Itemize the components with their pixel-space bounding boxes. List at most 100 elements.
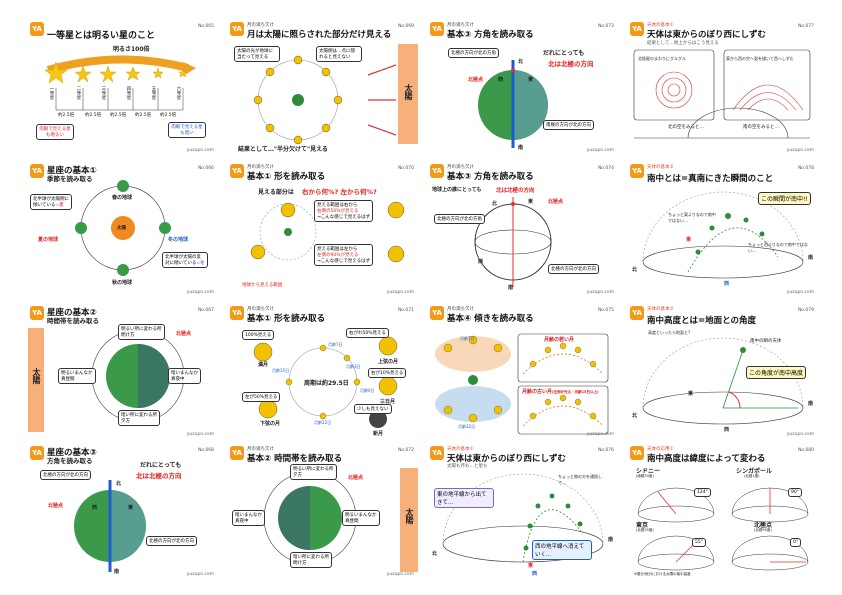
north-pole-label: 北極点 xyxy=(468,77,484,83)
new-head: 少しも見えない xyxy=(354,404,392,414)
autumn-label: 秋の地球 xyxy=(112,280,133,286)
card-title: 天体は東からのぼり西にしずむ xyxy=(647,30,766,40)
card-rise-set: YA 天体の基本① 天体は東からのぼり西にしずむ 太陽も月も…と星も No.07… xyxy=(428,444,618,580)
footer: yuzupo.com xyxy=(186,290,214,295)
card-celestial-1: YA 天体の基本① 天体は東からのぼり西にしずむ 結果として…地上からはこう見え… xyxy=(628,20,818,156)
card-number: No.067 xyxy=(197,308,214,313)
note-bright: 肉眼で見える星も明るい xyxy=(36,124,74,140)
sun-bar: 太陽 xyxy=(400,468,418,572)
card-header: YA 天体の基本① 天体は東からのぼり西にしずむ 結果として…地上からはこう見え… xyxy=(630,22,816,46)
footer: yuzupo.com xyxy=(186,148,214,153)
dir-n: 北 xyxy=(492,201,498,207)
card-title: 星座の基本② xyxy=(47,308,97,318)
card-direction-3: YA 月の満ち欠け 基本③ 方角を読み取る No.073 北極の方向が北の方角 … xyxy=(428,20,618,156)
dir-w: 西 xyxy=(498,77,504,83)
globe-outline xyxy=(474,197,552,287)
earth-view: 地球から見える範囲 xyxy=(242,283,283,288)
footer: yuzupo.com xyxy=(586,290,614,295)
dir-e: 東 xyxy=(686,237,692,243)
sun-label: 太陽 xyxy=(117,226,126,231)
card-title: 月は太陽に照らされた部分だけ見える xyxy=(247,30,392,40)
site-logo: YA xyxy=(430,306,444,320)
note-dark: 肉眼で見える星も暗い xyxy=(168,122,206,138)
question: 右から何%? 左から何%? xyxy=(302,188,377,196)
new-name: 新月 xyxy=(373,431,384,437)
card-number: No.071 xyxy=(397,308,414,313)
dir-s: 南 xyxy=(518,145,524,151)
waning-name: 下弦の月 xyxy=(260,421,281,427)
card-title: 基本① 形を読み取る xyxy=(247,314,326,324)
card-moon-time: YA 月の満ち欠け 基本② 時間帯を読み取る No.072 太陽 北極点 明るい… xyxy=(228,444,418,580)
site-logo: YA xyxy=(230,164,244,178)
season-orbit xyxy=(75,180,171,276)
card-note: 結果として…地上からはこう見える xyxy=(647,41,719,46)
card-culmination: YA 天体の基本② 南中とは=真南にきた瞬間のこと No.078 この瞬間が南中… xyxy=(628,162,818,298)
card-moon-shape-2: YA 月の満ち欠け 基本① 形を読み取る No.071 周期は約29.5日 10… xyxy=(228,304,418,440)
callout: この瞬間が南中!! xyxy=(758,192,811,205)
northpole: 北極点 xyxy=(754,522,773,529)
card-title: 基本④ 傾きを読み取る xyxy=(447,314,534,324)
north-label: 北極星のまわりにグルグル xyxy=(638,56,686,61)
waning-head: 左が50%見える xyxy=(242,392,281,402)
note: 高度といったら地面と? xyxy=(648,330,691,335)
site-logo: YA xyxy=(230,306,244,320)
north-box: 北極の方向が北の方向 xyxy=(40,470,91,480)
earth-globe xyxy=(74,480,146,572)
card-category: 月の満ち欠け xyxy=(247,23,274,28)
footnote: ※春分/秋分における太陽の南中高度 xyxy=(634,572,691,576)
footer: yuzupo.com xyxy=(186,432,214,437)
site-logo: YA xyxy=(30,306,44,320)
card-category: 月の満ち欠け xyxy=(447,307,474,312)
tokyo-lat: (北緯35度) xyxy=(636,528,654,532)
card-number: No.079 xyxy=(797,308,814,313)
full-name: 満月 xyxy=(258,362,269,368)
dir-s: 南 xyxy=(508,285,514,291)
winter-label: 冬の地球 xyxy=(168,237,189,243)
card-header: YA 月の満ち欠け 基本③ 方角を読み取る No.074 xyxy=(430,164,616,186)
tilt-diagram xyxy=(435,333,609,435)
card-first-magnitude: YA 一等星とは明るい星のこと No.065 明るさ100倍 一等星 二等星 三… xyxy=(28,20,218,156)
card-title: 天体は東からのぼり西にしずむ xyxy=(447,454,566,464)
card-header: YA 月の満ち欠け 基本④ 傾きを読み取る No.075 xyxy=(430,306,616,328)
card-title: 基本③ 方角を読み取る xyxy=(447,172,534,182)
card-number: No.074 xyxy=(597,166,614,171)
day-15: 月齢15日 xyxy=(272,368,290,373)
north-box: 北極の方向が北の方角 xyxy=(434,214,485,224)
spring-label: 春の地球 xyxy=(112,195,133,201)
full-head: 100%見える xyxy=(242,330,275,340)
bubble-right: 太陽側は…点に隠れると見えない xyxy=(316,46,362,62)
singapore-deg: 90° xyxy=(788,488,802,497)
day-0: 月齢0日 xyxy=(360,388,375,393)
noon-box: 明るいまんなか真昼間 xyxy=(58,368,96,384)
dawn-box: 明るい所に変わる所明け方 xyxy=(118,324,165,340)
south-sky: 南の空をみると… xyxy=(743,125,779,130)
card-number: No.077 xyxy=(797,24,814,29)
altitude-dome xyxy=(642,337,804,425)
north-pole-label: 北極点 xyxy=(176,331,192,337)
site-logo: YA xyxy=(430,22,444,36)
card-title: 一等星とは明るい星のこと xyxy=(47,31,156,41)
card-title: 南中高度は緯度によって変わる xyxy=(647,454,766,464)
right-view-box: 見える範囲は右から右側の50%が見える→こんな感じで見えるはず xyxy=(314,200,374,222)
dir-e: 東 xyxy=(688,391,694,397)
sky-dome xyxy=(442,473,604,563)
sydney-deg: 124° xyxy=(694,488,711,497)
card-header: YA 月の満ち欠け 月は太陽に照らされた部分だけ見える No.069 xyxy=(230,22,416,44)
card-moon-lit: YA 月の満ち欠け 月は太陽に照らされた部分だけ見える No.069 太陽 太陽… xyxy=(228,20,418,156)
earth-globe xyxy=(478,60,548,148)
footer: yuzupo.com xyxy=(386,290,414,295)
site-logo: YA xyxy=(30,164,44,178)
day-22: 月齢22日 xyxy=(314,420,332,425)
footer: yuzupo.com xyxy=(586,148,614,153)
dir-n: 北 xyxy=(632,413,638,419)
card-header: YA 月の満ち欠け 基本③ 方角を読み取る No.073 xyxy=(430,22,616,44)
result-text: 結果として…"半分欠けて"見える xyxy=(238,146,328,153)
card-header: YA 一等星とは明るい星のこと No.065 xyxy=(30,22,216,44)
bubble-left: 太陽の光が地球に当たって見える xyxy=(234,46,280,62)
latitude-domes xyxy=(637,487,809,571)
waxing-name: 上弦の月 xyxy=(378,359,399,365)
period: 周期は約29.5日 xyxy=(304,380,349,387)
south-box: 南極の方向が北の方向 xyxy=(543,120,594,130)
northpole-lat: (北緯90度) xyxy=(754,528,772,532)
card-header: YA 月の満ち欠け 基本② 時間帯を読み取る No.072 xyxy=(230,446,416,468)
